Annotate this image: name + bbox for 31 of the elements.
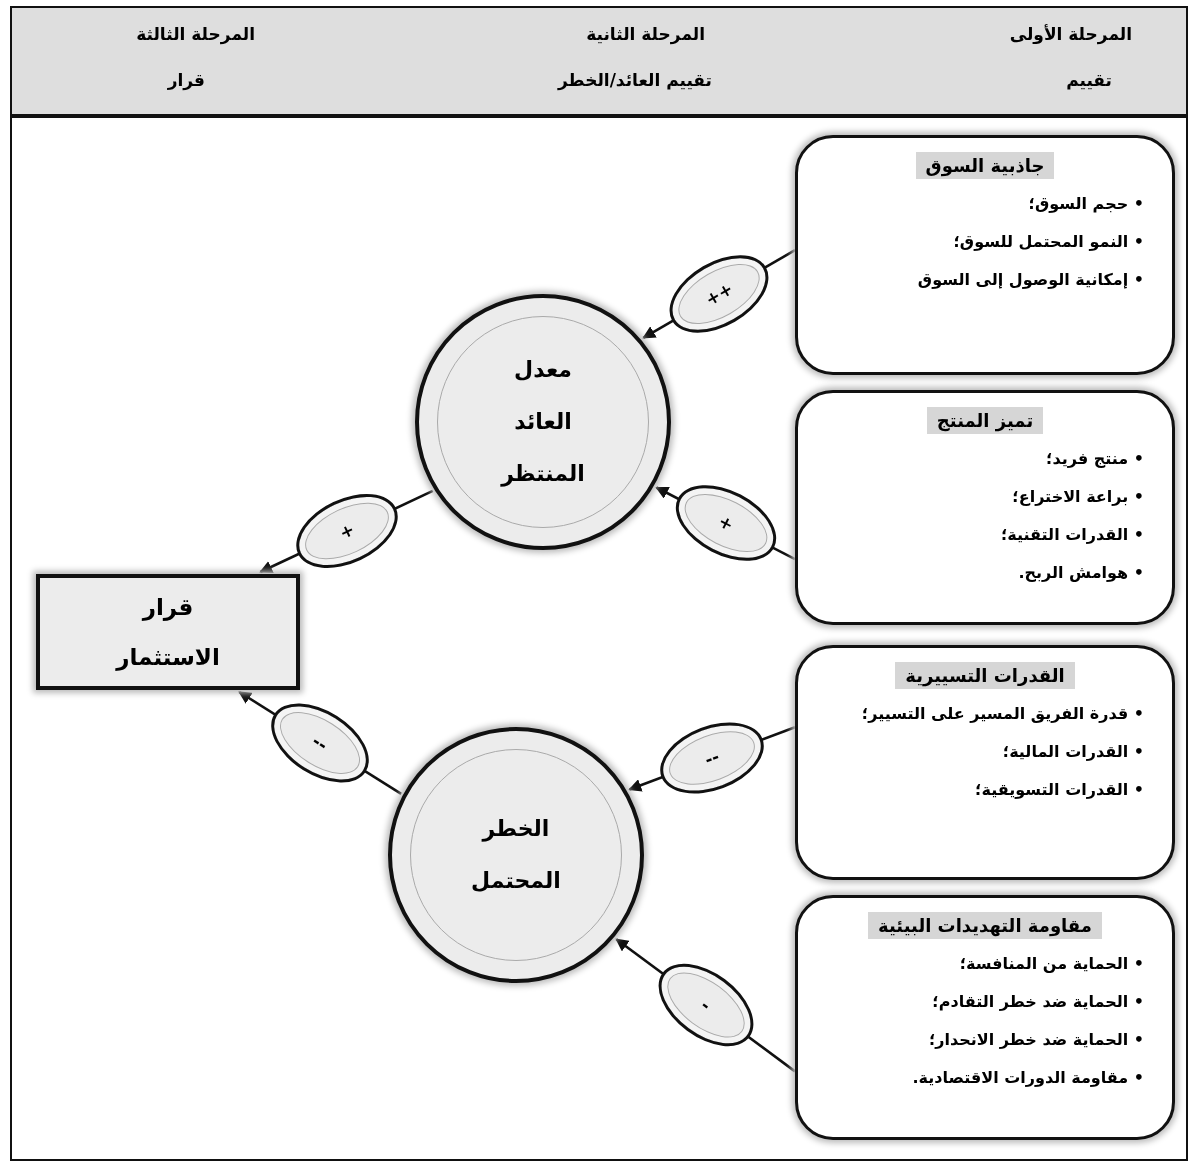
bullet-item: • قدرة الفريق المسير على التسيير؛ — [860, 703, 1144, 725]
bullet-item: • حجم السوق؛ — [1027, 193, 1144, 215]
bullet-item: • النمو المحتمل للسوق؛ — [952, 231, 1144, 253]
decision-box: قرار الاستثمار — [36, 574, 300, 690]
box-heading: تميز المنتج — [926, 407, 1044, 434]
stage-label: تقييم — [1066, 70, 1112, 90]
bullet-item: • إمكانية الوصول إلى السوق — [916, 269, 1144, 291]
bullet-item: • القدرات المالية؛ — [1001, 741, 1144, 763]
bullet-item: • الحماية ضد خطر التقادم؛ — [931, 991, 1144, 1013]
bullet-item: • هوامش الربح. — [1017, 562, 1144, 584]
bullet-item: • القدرات التسويقية؛ — [974, 779, 1144, 801]
bullet-item: • الحماية ضد خطر الانحدار؛ — [927, 1029, 1144, 1051]
list-box — [795, 135, 1175, 375]
list-box — [795, 645, 1175, 880]
stage-label: قرار — [167, 70, 205, 90]
circle-node: الخطر المحتمل — [388, 727, 644, 983]
stage-label: تقييم العائد/الخطر — [558, 70, 712, 90]
stage-label: المرحلة الأولى — [1009, 24, 1132, 44]
list-box — [795, 390, 1175, 625]
stage-label: المرحلة الثالثة — [136, 24, 255, 44]
box-heading: القدرات التسييرية — [895, 662, 1075, 689]
list-box — [795, 895, 1175, 1140]
bullet-item: • براعة الاختراع؛ — [1011, 486, 1144, 508]
bullet-item: • الحماية من المنافسة؛ — [958, 953, 1144, 975]
circle-node: معدل العائد المنتظر — [415, 294, 671, 550]
box-heading: مقاومة التهديدات البيئية — [868, 912, 1102, 939]
stage-label: المرحلة الثانية — [586, 24, 705, 44]
bullet-item: • منتج فريد؛ — [1045, 448, 1144, 470]
box-heading: جاذبية السوق — [915, 152, 1055, 179]
bullet-item: • مقاومة الدورات الاقتصادية. — [911, 1067, 1144, 1089]
bullet-item: • القدرات التقنية؛ — [999, 524, 1144, 546]
